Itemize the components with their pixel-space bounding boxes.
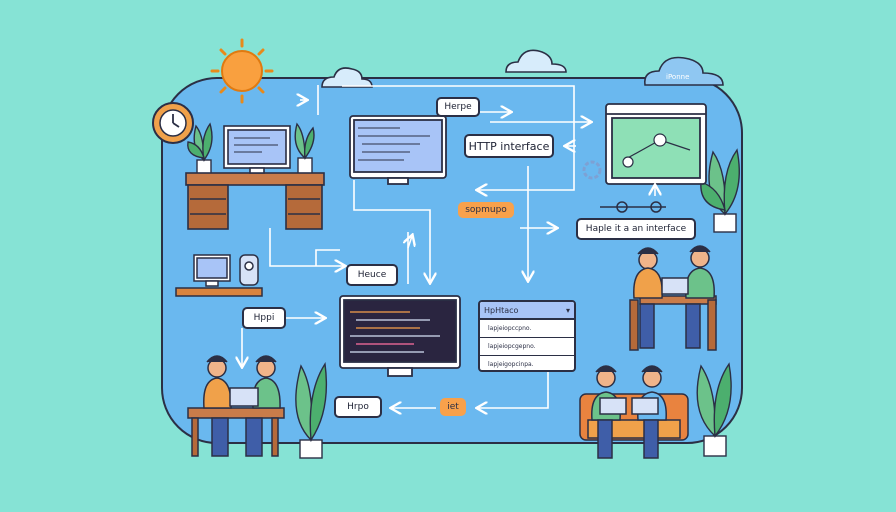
chevron-down-icon: ▾ [565, 305, 570, 315]
plant-icon [294, 122, 315, 175]
browser-window [605, 103, 707, 185]
list-item: lapjeigopcinpa. [488, 361, 534, 368]
code-monitor-top [349, 115, 447, 185]
label-cloud: iPonne [666, 73, 690, 81]
gear-icon [600, 201, 666, 213]
team-on-sofa [579, 365, 689, 459]
cloud-right-icon [643, 56, 724, 86]
gear-icon [582, 160, 602, 180]
list-panel-title: HpHtaco [484, 305, 519, 315]
label-iet: iet [440, 398, 466, 416]
team-right-table [629, 245, 717, 351]
team-bottom-left [187, 355, 285, 457]
sun-icon [210, 38, 274, 104]
plant-icon [187, 122, 213, 177]
small-desk-monitor [175, 254, 263, 297]
plant-icon [295, 362, 328, 459]
list-panel-header: HpHtaco ▾ [480, 302, 574, 320]
plant-icon [700, 148, 740, 233]
label-sopmupo: sopmupo [458, 202, 514, 218]
code-monitor-center [339, 295, 461, 377]
label-heuce: Heuce [346, 264, 398, 286]
label-http-interface: HTTP interface [464, 134, 554, 158]
label-haple-interface: Haple it a an interface [576, 218, 696, 240]
list-item: lapjeiopcgepno. [480, 338, 574, 356]
list-item: lapjeiopccpno. [480, 320, 574, 338]
desk-with-monitor [185, 125, 325, 230]
plant-icon [696, 362, 732, 457]
label-hrpo: Hrpo [334, 396, 382, 418]
clock-icon [152, 102, 194, 144]
label-herpe: Herpe [436, 97, 480, 117]
label-hppi: Hppi [242, 307, 286, 329]
connector-arrows [242, 85, 655, 408]
cloud-icon [321, 49, 567, 88]
list-panel: HpHtaco ▾ lapjeiopccpno. lapjeiopcgepno.… [478, 300, 576, 372]
